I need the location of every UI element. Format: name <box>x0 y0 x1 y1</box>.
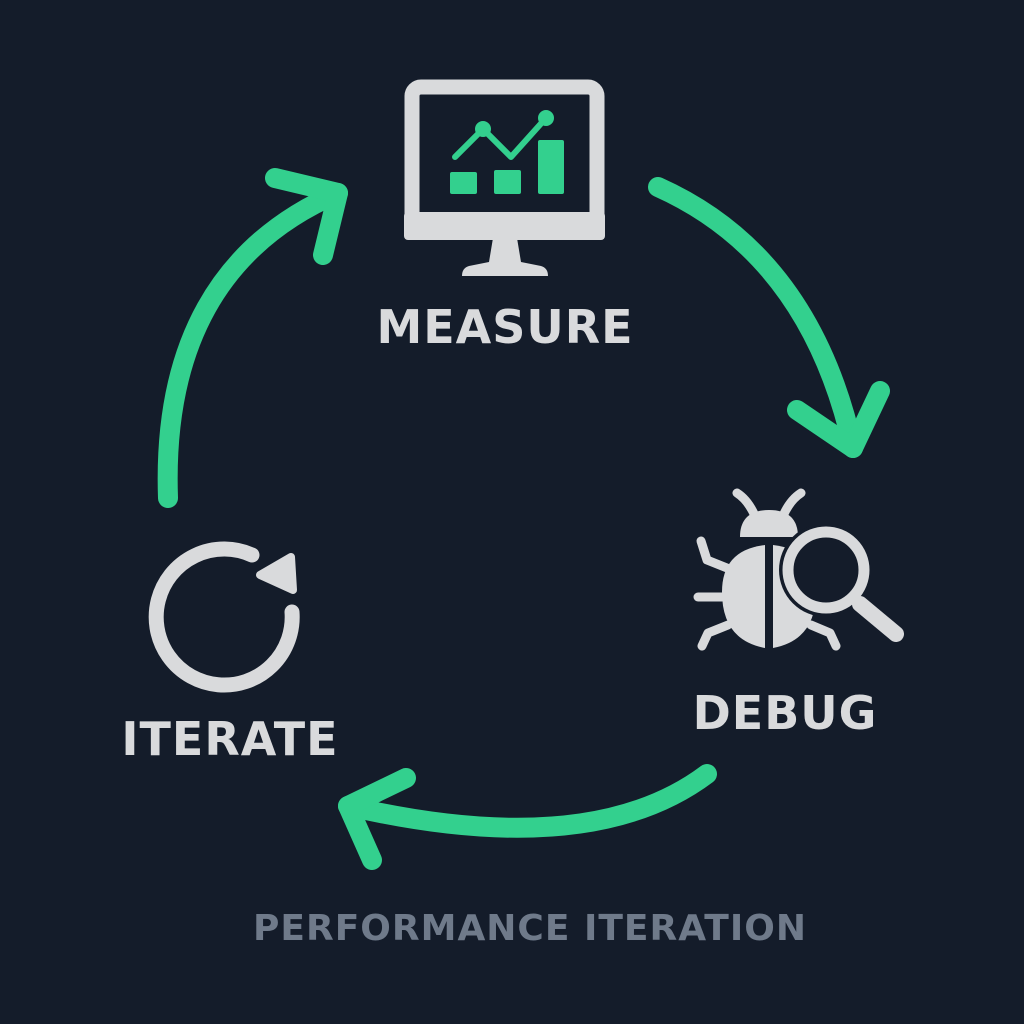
chart-point-1 <box>475 121 491 137</box>
bug-legs <box>693 536 841 651</box>
bug-magnifier-icon <box>693 488 904 651</box>
arrow-iterate-to-measure-head <box>265 168 348 265</box>
diagram-title: PERFORMANCE ITERATION <box>253 908 807 949</box>
refresh-arrowhead <box>256 553 297 594</box>
arrow-debug-to-iterate-arc <box>338 764 717 838</box>
chart-bar-1 <box>450 172 477 194</box>
arrow-iterate-to-measure-arc <box>157 183 348 508</box>
bug-head <box>740 510 798 537</box>
chart-point-2 <box>538 110 554 126</box>
arrow-measure-to-debug-head <box>787 381 890 458</box>
bug-body-left <box>722 545 765 648</box>
chart-bar-3 <box>538 140 564 194</box>
refresh-icon <box>148 541 300 693</box>
cycle-arrows <box>157 168 890 870</box>
bug-antenna-right <box>778 488 806 521</box>
arrow-debug-to-iterate <box>338 764 717 870</box>
monitor-bezel <box>404 212 605 240</box>
monitor-chart-icon <box>404 79 605 276</box>
arrow-debug-to-iterate-head <box>338 768 416 870</box>
step-label-measure: MEASURE <box>376 300 634 354</box>
refresh-arc <box>148 541 300 693</box>
monitor-screen <box>404 79 605 240</box>
step-label-debug: DEBUG <box>692 686 878 740</box>
magnifier-icon <box>779 523 904 642</box>
chart-bar-2 <box>494 170 521 194</box>
arrow-iterate-to-measure <box>157 168 348 508</box>
magnifier-handle <box>852 596 904 642</box>
bug-antenna-left <box>732 488 760 521</box>
monitor-stand <box>462 238 548 276</box>
magnifier-lens <box>782 526 870 614</box>
chart-trend-line <box>452 115 549 160</box>
step-label-iterate: ITERATE <box>121 712 339 766</box>
arrow-measure-to-debug <box>648 177 890 458</box>
arrow-measure-to-debug-arc <box>648 177 863 458</box>
